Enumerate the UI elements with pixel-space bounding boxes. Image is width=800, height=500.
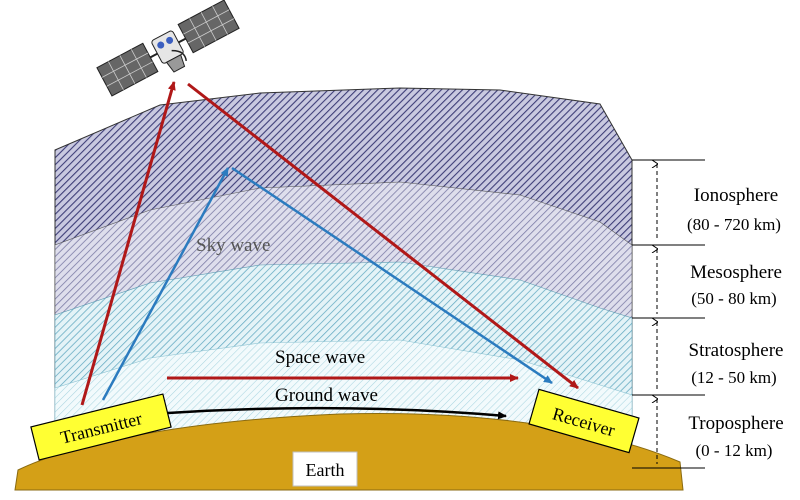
stratosphere-range: (12 - 50 km) (691, 368, 776, 387)
sky-wave-up-arrow (101, 167, 230, 401)
earth-label-box (292, 451, 358, 487)
mesosphere-label: Mesosphere (690, 262, 782, 283)
stratosphere-label: Stratosphere (689, 340, 784, 361)
troposphere-range: (0 - 12 km) (696, 441, 773, 460)
sky-wave-label: Sky wave (196, 235, 270, 256)
layer-dimension-lines (632, 159, 705, 469)
mesosphere-range: (50 - 80 km) (691, 289, 776, 308)
solar-panel-right (177, 0, 240, 54)
earth-label: Earth (306, 460, 345, 480)
space-wave-label: Space wave (275, 347, 365, 368)
ionosphere-label: Ionosphere (694, 185, 778, 206)
ground-wave-arrow (167, 406, 507, 420)
troposphere-label: Troposphere (688, 413, 783, 434)
ground-wave-label: Ground wave (275, 385, 378, 406)
ionosphere-range: (80 - 720 km) (687, 215, 781, 234)
sky-wave-down-arrow (231, 166, 553, 385)
satellite-downlink-arrow (187, 82, 579, 390)
solar-panel-left (96, 42, 159, 97)
satellite-uplink-arrow (80, 81, 176, 406)
satellite-icon (96, 0, 240, 97)
